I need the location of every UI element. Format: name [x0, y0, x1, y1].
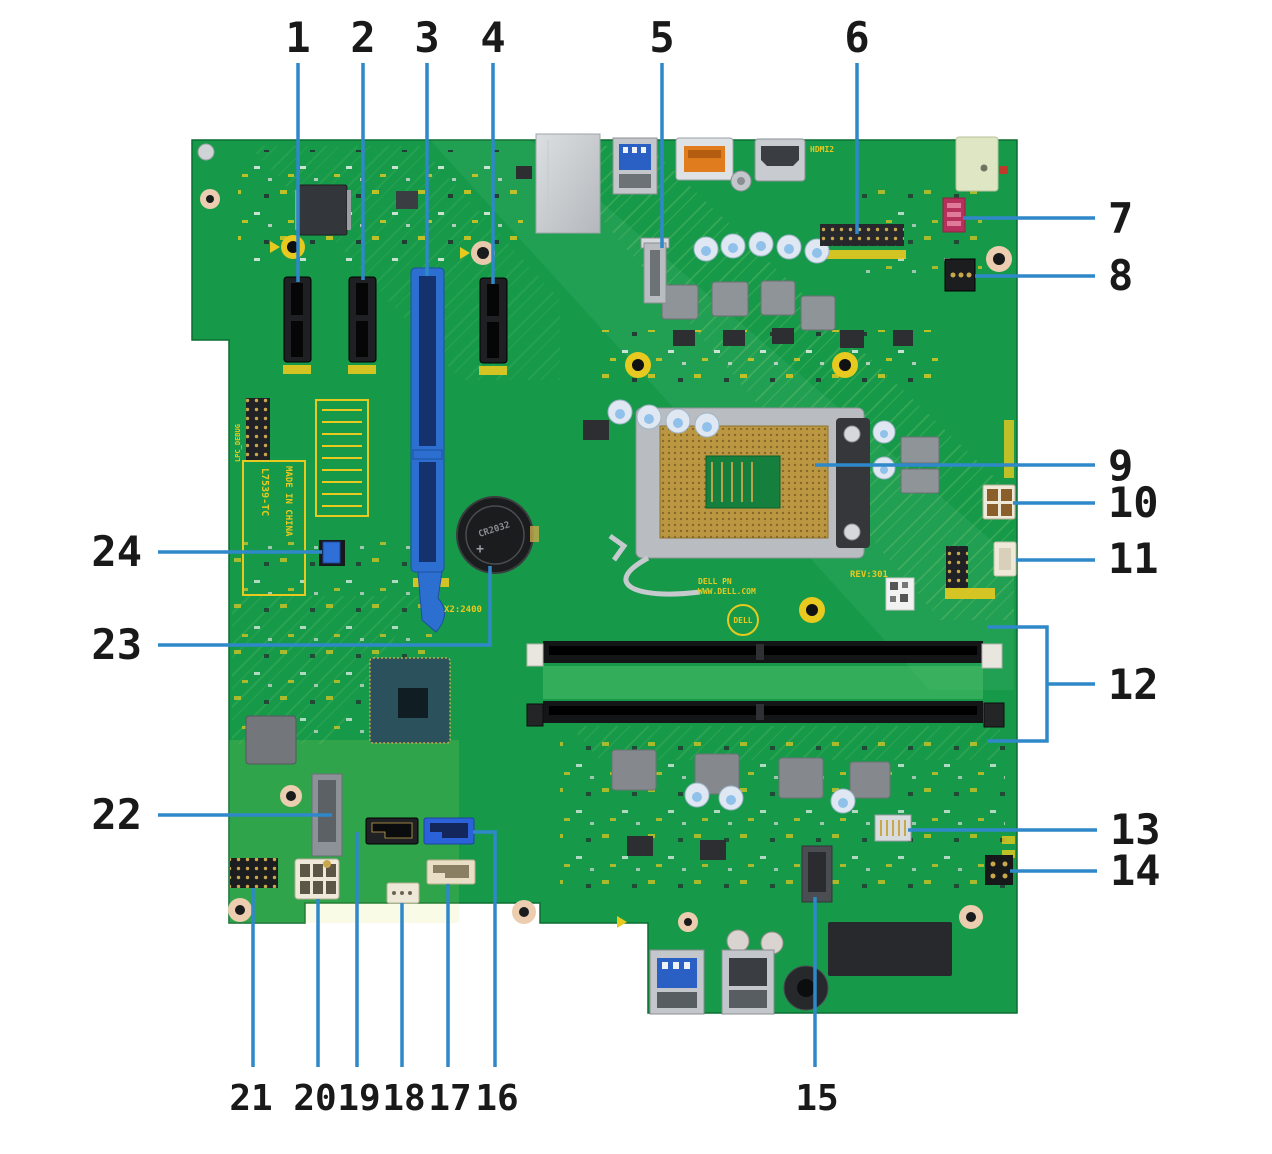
video-connector-5 — [640, 237, 670, 304]
svg-text:REV:301: REV:301 — [850, 570, 888, 580]
callout-6: 6 — [844, 13, 869, 62]
socket-lever — [623, 555, 701, 597]
card-reader-connector-13 — [874, 814, 912, 842]
front-io-ports — [649, 949, 829, 1015]
chipset — [369, 657, 451, 744]
svg-text:LPC_DEBUG: LPC_DEBUG — [234, 424, 242, 462]
pcie-x1-slot-4 — [479, 277, 508, 364]
callout-14: 14 — [1110, 846, 1161, 895]
callout-12: 12 — [1108, 660, 1159, 709]
svg-text:+: + — [476, 542, 484, 557]
callout-20: 20 — [293, 1078, 336, 1119]
svg-text:L7539-TC: L7539-TC — [259, 468, 270, 516]
callout-9: 9 — [1108, 441, 1133, 490]
atx-power-connector-20 — [294, 858, 340, 900]
svg-text:MADE IN CHINA: MADE IN CHINA — [283, 466, 293, 537]
dell-logo-badge: DELL — [727, 604, 759, 636]
callout-5: 5 — [649, 13, 674, 62]
vrm-inductors — [611, 280, 940, 799]
service-sticker — [315, 399, 369, 517]
dimm-slot-1 — [526, 641, 1003, 669]
rear-io-ports — [535, 133, 1008, 234]
pcie-x16-slot — [410, 267, 445, 633]
jumper-connector-14 — [985, 855, 1013, 885]
callout-10: 10 — [1108, 478, 1159, 527]
metal-shield-port — [535, 133, 601, 234]
debug-header — [246, 398, 270, 460]
sata-connector-17 — [426, 859, 476, 885]
m2-ssd-slot-15 — [801, 845, 833, 903]
callout-18: 18 — [382, 1078, 425, 1119]
callout-21: 21 — [229, 1078, 272, 1119]
sata-connector-16 — [423, 817, 475, 845]
pcie-x1-slot-2 — [348, 276, 377, 363]
power-switch-connector-7 — [942, 197, 966, 233]
silkscreen-pads — [270, 241, 1015, 928]
dimm-slot-2 — [526, 701, 1005, 728]
pin-header-6 — [820, 224, 904, 246]
svg-text:WWW.DELL.COM: WWW.DELL.COM — [698, 587, 756, 596]
leader-23 — [158, 566, 492, 647]
usb-header-21 — [230, 858, 278, 888]
front-panel-header — [946, 546, 968, 588]
svg-text:HDMI2: HDMI2 — [810, 145, 834, 154]
m2-wlan-slot-22 — [311, 773, 343, 868]
small-ic-chips — [516, 166, 913, 860]
callout-8: 8 — [1108, 251, 1133, 300]
callout-17: 17 — [428, 1078, 471, 1119]
jumper-24 — [319, 540, 345, 566]
callout-2: 2 — [350, 13, 375, 62]
callout-11: 11 — [1108, 534, 1159, 583]
callout-4: 4 — [480, 13, 505, 62]
callout-24: 24 — [91, 527, 142, 576]
callout-19: 19 — [337, 1078, 380, 1119]
coin-cell-battery-23: CR2032 + — [456, 496, 539, 574]
board-model-silkscreen: L7539-TC MADE IN CHINA — [242, 460, 306, 596]
svg-text:X2:2400: X2:2400 — [444, 605, 482, 615]
cpu-power-connector-10 — [982, 484, 1016, 520]
callout-23: 23 — [91, 620, 142, 669]
callout-15: 15 — [795, 1078, 838, 1119]
mounting-holes — [197, 143, 1012, 932]
capacitors — [607, 231, 896, 955]
leader-lines — [158, 63, 1097, 1067]
svg-text:DELL PN: DELL PN — [698, 577, 732, 586]
silkscreen-texts: X2:2400 REV:301 DELL PN WWW.DELL.COM HDM… — [234, 145, 888, 615]
audio-jack-top — [955, 136, 999, 192]
callout-3: 3 — [414, 13, 439, 62]
cpu-socket — [608, 407, 870, 597]
callout-1: 1 — [285, 13, 310, 62]
pcie-x1-slots — [283, 276, 508, 364]
svg-text:DELL: DELL — [733, 616, 752, 625]
power-connector-18 — [386, 882, 420, 904]
sata-connector-19 — [365, 817, 419, 845]
callout-13: 13 — [1110, 805, 1161, 854]
callout-numbers: 1 2 3 4 5 6 7 8 9 10 11 12 13 14 15 16 1… — [91, 13, 1160, 1119]
leader-16 — [473, 830, 497, 1067]
callout-22: 22 — [91, 790, 142, 839]
white-connector-11 — [993, 541, 1017, 577]
pcie-x1-slot-1 — [283, 276, 312, 363]
callout-7: 7 — [1108, 194, 1133, 243]
qr-sticker — [885, 577, 915, 611]
fan-connector-8 — [944, 258, 976, 292]
dimm-slots — [526, 641, 1005, 728]
pcie-retention-clip — [417, 571, 445, 633]
callout-16: 16 — [475, 1078, 518, 1119]
io-controller-chip — [245, 715, 297, 765]
lan-chip — [828, 922, 952, 976]
